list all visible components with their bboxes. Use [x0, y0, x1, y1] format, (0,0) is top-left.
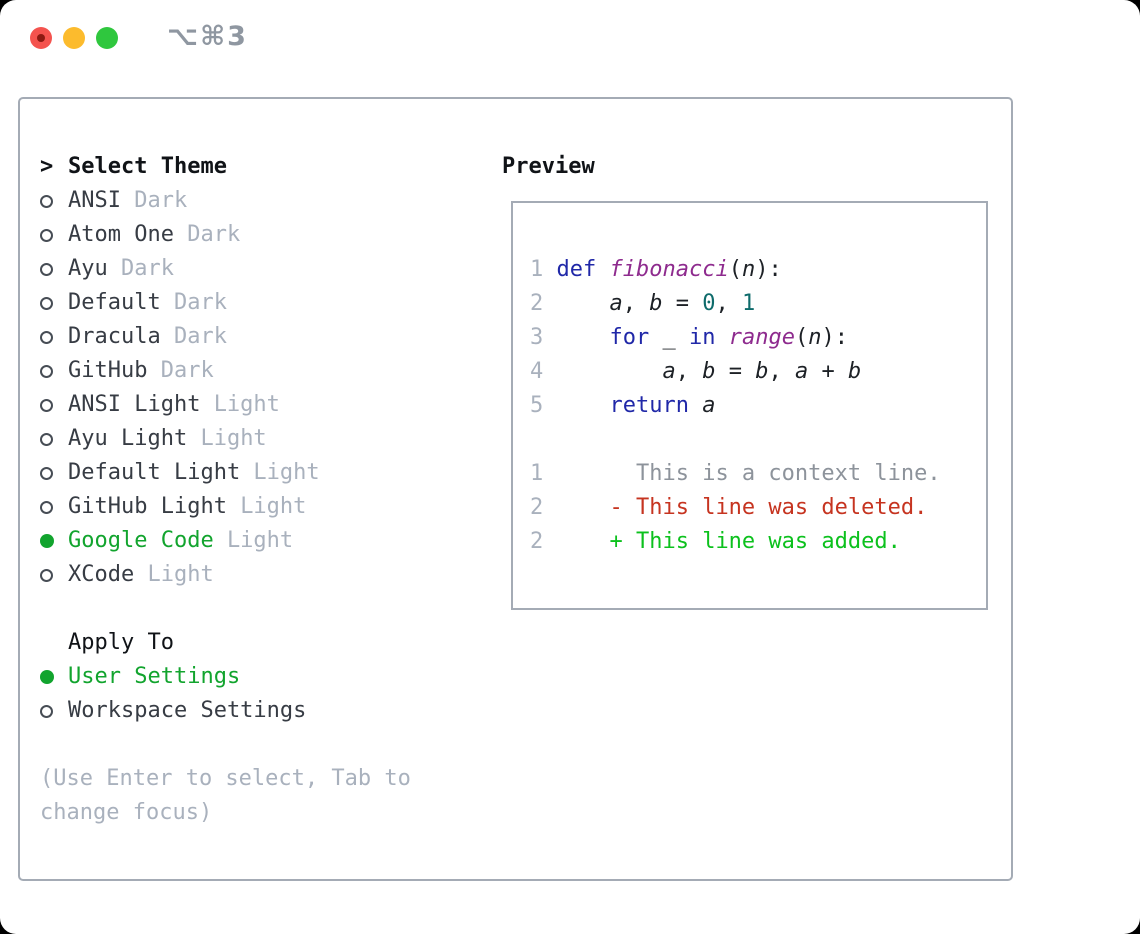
radio-off-ring [40, 330, 53, 344]
select-theme-header: > Select Theme [40, 150, 437, 184]
keyboard-hint: (Use Enter to select, Tab to change focu… [40, 766, 411, 825]
theme-option[interactable]: XCode Light [40, 558, 437, 592]
code-line: 5 return a [530, 393, 716, 418]
preview-box: 1 def fibonacci(n): 2 a, b = 0, 1 3 for _ … [511, 201, 988, 610]
theme-option[interactable]: Ayu Light Light [40, 422, 437, 456]
option-variant: Dark [134, 188, 188, 213]
option-variant: Dark [173, 290, 227, 315]
theme-option[interactable]: ANSI Dark [40, 184, 437, 218]
prompt-marker: > [40, 150, 68, 184]
radio-icon [40, 194, 68, 208]
theme-option[interactable]: Dracula Dark [40, 320, 437, 354]
radio-icon [40, 330, 68, 344]
option-label: Ayu Light [68, 426, 188, 451]
radio-off-ring [40, 364, 53, 378]
radio-icon [40, 228, 68, 242]
apply-to-title: Apply To [68, 630, 174, 655]
radio-icon [40, 398, 68, 412]
code-line: 1 This is a context line. [530, 461, 941, 486]
radio-off-ring [40, 296, 53, 310]
select-theme-title: Select Theme [68, 154, 227, 179]
theme-option[interactable]: GitHub Dark [40, 354, 437, 388]
code-line: 3 for _ in range(n): [530, 325, 848, 350]
radio-on-dot [40, 534, 54, 548]
theme-option[interactable]: Atom One Dark [40, 218, 437, 252]
theme-option[interactable]: ANSI Light Light [40, 388, 437, 422]
apply-to-option[interactable]: Workspace Settings [40, 694, 437, 728]
option-variant: Light [253, 460, 320, 485]
option-label: XCode [68, 562, 135, 587]
code-line [530, 423, 986, 457]
radio-icon [40, 704, 68, 718]
option-variant: Dark [187, 222, 241, 247]
code-line: 2 + This line was added. [530, 529, 901, 554]
theme-option[interactable]: Default Light Light [40, 456, 437, 490]
option-variant: Light [213, 392, 280, 417]
radio-icon [40, 500, 68, 514]
option-label: Ayu [68, 256, 108, 281]
radio-off-ring [40, 228, 53, 242]
option-variant: Dark [160, 358, 214, 383]
theme-option[interactable]: Google Code Light [40, 524, 437, 558]
apply-to-option[interactable]: User Settings [40, 660, 437, 694]
radio-selected-icon [40, 670, 68, 684]
option-variant: Light [226, 528, 294, 553]
radio-off-ring [40, 568, 53, 582]
code-line: 2 a, b = 0, 1 [530, 291, 756, 316]
option-label: Workspace Settings [68, 698, 307, 723]
code-preview: 1 def fibonacci(n): 2 a, b = 0, 1 3 for _ … [513, 203, 986, 559]
option-label: Default Light [68, 460, 241, 485]
preview-title: Preview [502, 154, 595, 179]
radio-icon [40, 432, 68, 446]
option-variant: Light [240, 494, 307, 519]
radio-icon [40, 466, 68, 480]
radio-off-ring [40, 262, 53, 276]
zoom-button[interactable] [96, 27, 118, 49]
radio-icon [40, 296, 68, 310]
radio-icon [40, 568, 68, 582]
radio-off-ring [40, 500, 53, 514]
prompt-icon: > [40, 154, 54, 179]
option-label: Default [68, 290, 161, 315]
option-label: GitHub [68, 358, 148, 383]
close-button[interactable] [30, 27, 52, 49]
theme-option[interactable]: GitHub Light Light [40, 490, 437, 524]
radio-icon [40, 262, 68, 276]
option-variant: Light [147, 562, 214, 587]
option-label: Google Code [68, 528, 214, 553]
apply-to-header: Apply To [40, 626, 437, 660]
radio-on-dot [40, 670, 54, 684]
titlebar: ⌥⌘3 [0, 0, 1140, 70]
radio-selected-icon [40, 534, 68, 548]
radio-off-ring [40, 704, 53, 718]
option-label: Dracula [68, 324, 161, 349]
code-line: 2 - This line was deleted. [530, 495, 928, 520]
minimize-button[interactable] [63, 27, 85, 49]
radio-off-ring [40, 432, 53, 446]
option-variant: Light [200, 426, 267, 451]
option-label: User Settings [68, 664, 241, 689]
option-label: ANSI Light [68, 392, 201, 417]
radio-off-ring [40, 194, 53, 208]
theme-option[interactable]: Ayu Dark [40, 252, 437, 286]
code-line: 1 def fibonacci(n): [530, 257, 782, 282]
option-label: ANSI [68, 188, 121, 213]
radio-off-ring [40, 398, 53, 412]
radio-off-ring [40, 466, 53, 480]
option-variant: Dark [173, 324, 227, 349]
option-label: Atom One [68, 222, 174, 247]
option-label: GitHub Light [68, 494, 227, 519]
window-title: ⌥⌘3 [167, 21, 248, 52]
radio-icon [40, 364, 68, 378]
theme-option[interactable]: Default Dark [40, 286, 437, 320]
option-variant: Dark [120, 256, 174, 281]
code-line: 4 a, b = b, a + b [530, 359, 862, 384]
